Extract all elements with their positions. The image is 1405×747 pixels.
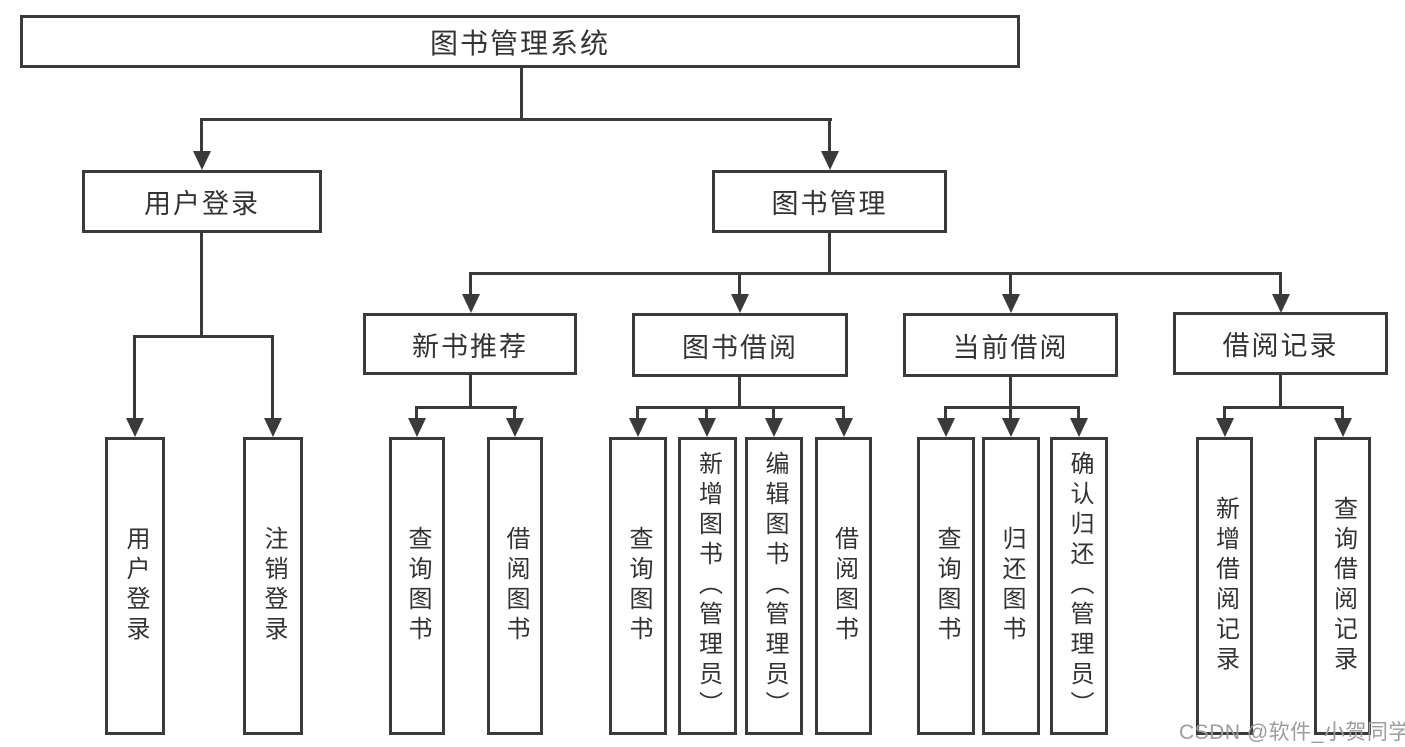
connector-current-stem (1009, 377, 1012, 406)
connector-records-stem (1279, 375, 1282, 406)
connector-bookmgmt-stub-4 (1279, 272, 1282, 296)
connector-root-bar (200, 118, 832, 121)
leaf-user-login: 用户登录 (105, 437, 165, 735)
leaf-edit-books-admin: 编辑图书（管理员） (745, 437, 803, 735)
leaf-return-books: 归还图书 (982, 437, 1040, 735)
connector-newbook-bar (415, 406, 517, 409)
arrowhead-query-books-2 (629, 418, 647, 437)
arrowhead-leaf-user-login (126, 418, 144, 437)
arrowhead-borrow-books-1 (506, 418, 524, 437)
connector-borrowing-bar (636, 406, 845, 409)
leaf-add-books-admin: 新增图书（管理员） (678, 437, 737, 735)
connector-bookmgmt-stub-2 (738, 272, 741, 296)
connector-borrowing-stem (738, 377, 741, 406)
connector-userlogin-stub-2 (271, 335, 274, 419)
connector-current-stub-1 (944, 406, 947, 420)
connector-userlogin-bar (133, 335, 274, 338)
connector-newbook-stub-1 (415, 406, 418, 420)
connector-borrowing-stub-2 (705, 406, 708, 420)
leaf-query-books-3: 查询图书 (917, 437, 975, 735)
arrowhead-borrow-books-2 (835, 418, 853, 437)
connector-borrowing-stub-1 (636, 406, 639, 420)
leaf-logout: 注销登录 (243, 437, 303, 735)
connector-userlogin-stem (200, 233, 203, 335)
node-current-borrowing: 当前借阅 (903, 313, 1118, 377)
connector-bookmgmt-bar (469, 272, 1282, 275)
node-book-management: 图书管理 (712, 170, 947, 233)
node-new-book-recommend: 新书推荐 (363, 313, 577, 375)
node-borrowing-records: 借阅记录 (1173, 312, 1388, 375)
connector-bookmgmt-stub-3 (1009, 272, 1012, 296)
arrowhead-borrowing-records (1272, 294, 1290, 313)
node-root: 图书管理系统 (20, 15, 1020, 68)
arrowhead-add-borrow-record (1216, 418, 1234, 437)
arrowhead-current-borrowing (1002, 294, 1020, 313)
arrowhead-add-books-admin (698, 418, 716, 437)
arrowhead-confirm-return-admin (1070, 418, 1088, 437)
leaf-borrow-books-1: 借阅图书 (487, 437, 543, 735)
arrowhead-query-borrow-record (1334, 418, 1352, 437)
leaf-confirm-return-admin: 确认归还（管理员） (1050, 437, 1108, 735)
connector-current-bar (944, 406, 1080, 409)
arrowhead-book-management (821, 151, 839, 170)
leaf-query-books-1: 查询图书 (389, 437, 445, 735)
leaf-query-books-2: 查询图书 (609, 437, 667, 735)
connector-records-bar (1223, 406, 1344, 409)
node-user-login: 用户登录 (82, 170, 322, 233)
connector-records-stub-2 (1341, 406, 1344, 420)
arrowhead-edit-books-admin (765, 418, 783, 437)
arrowhead-query-books-1 (408, 418, 426, 437)
connector-current-stub-3 (1077, 406, 1080, 420)
leaf-query-borrow-record: 查询借阅记录 (1314, 437, 1371, 735)
leaf-add-borrow-record: 新增借阅记录 (1196, 437, 1253, 735)
connector-newbook-stub-2 (513, 406, 516, 420)
arrowhead-leaf-logout (264, 418, 282, 437)
node-book-borrowing: 图书借阅 (632, 313, 848, 377)
connector-bookmgmt-stub-1 (469, 272, 472, 296)
leaf-borrow-books-2: 借阅图书 (815, 437, 872, 735)
arrowhead-book-borrowing (731, 294, 749, 313)
connector-root-right-stub (828, 118, 831, 152)
connector-bookmgmt-stem (828, 233, 831, 273)
connector-root-stem (520, 68, 523, 118)
connector-userlogin-stub-1 (133, 335, 136, 419)
arrowhead-return-books (1002, 418, 1020, 437)
connector-borrowing-stub-4 (842, 406, 845, 420)
connector-current-stub-2 (1009, 406, 1012, 420)
connector-newbook-stem (469, 375, 472, 406)
connector-borrowing-stub-3 (772, 406, 775, 420)
connector-root-left-stub (200, 118, 203, 152)
arrowhead-new-book-recommend (462, 294, 480, 313)
arrowhead-user-login (193, 151, 211, 170)
csdn-watermark: CSDN @软件_小贺同学 (1179, 721, 1405, 744)
arrowhead-query-books-3 (937, 418, 955, 437)
connector-records-stub-1 (1223, 406, 1226, 420)
